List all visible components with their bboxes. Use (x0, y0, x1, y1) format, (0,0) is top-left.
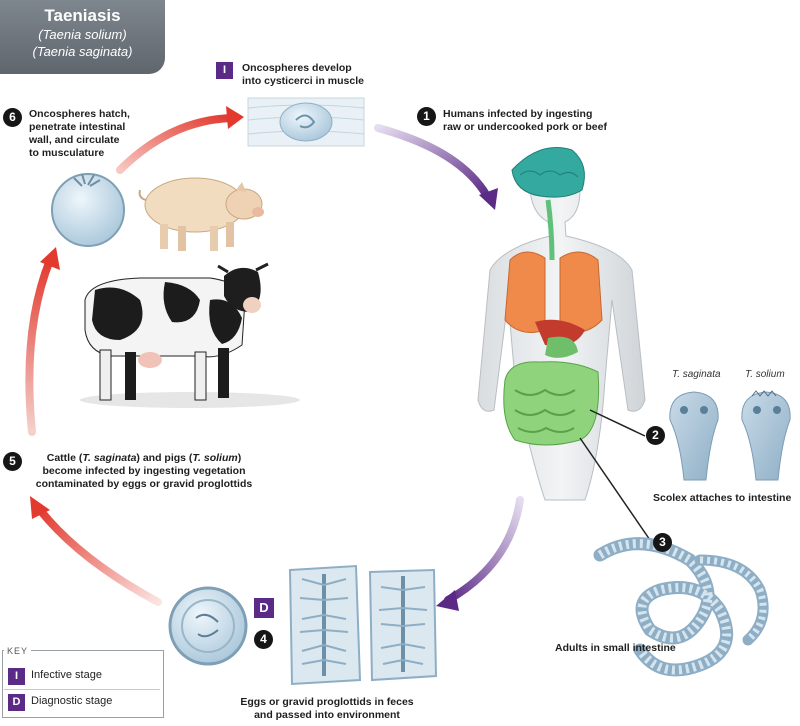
human-body-illustration (477, 147, 646, 501)
step-6-label: Oncospheres hatch, penetrate intestinal … (29, 108, 130, 159)
key-divider (4, 689, 160, 690)
step-5-label: Cattle (T. saginata) and pigs (T. solium… (35, 452, 253, 490)
key-infective-label: Infective stage (31, 669, 102, 681)
adults-caption: Adults in small intestine (555, 642, 676, 654)
scolex-caption: Scolex attaches to intestine (653, 492, 792, 504)
step-5-number: 5 (3, 452, 22, 471)
key-title: KEY (4, 646, 32, 656)
purple-arrow-to-human (374, 124, 498, 210)
step-1-label: Humans infected by ingesting raw or unde… (443, 108, 607, 133)
key-diagnostic-badge: D (8, 694, 25, 711)
step-2-number: 2 (646, 426, 665, 445)
key-box (2, 650, 164, 718)
page-title: Taeniasis (44, 6, 121, 25)
pig-illustration (138, 177, 264, 251)
cycle-arrow-6-to-1 (116, 106, 244, 174)
tapeworm-illustration (593, 537, 769, 677)
cycle-arrow-5-to-6 (25, 247, 60, 436)
key-infective-badge: I (8, 668, 25, 685)
pointer-line-2 (589, 409, 646, 437)
cysticerci-label: Oncospheres develop into cysticerci in m… (242, 62, 364, 87)
egg-icon (168, 586, 248, 666)
scolex-saginata-icon (669, 391, 719, 481)
step-1-number: 1 (417, 107, 436, 126)
diagnostic-stage-badge: D (254, 598, 274, 618)
proglottid-icon (368, 568, 438, 682)
proglottid-icon (288, 564, 362, 686)
scolex-saginata-label: T. saginata (672, 369, 721, 380)
infective-stage-badge: I (216, 62, 233, 79)
purple-arrow-to-proglottids (436, 496, 524, 611)
title-species-2: (Taenia saginata) (32, 44, 133, 59)
cow-illustration (80, 262, 300, 408)
scolex-solium-icon (741, 390, 791, 481)
oncosphere-icon (51, 173, 125, 247)
title-species-1: (Taenia solium) (38, 27, 127, 42)
cysticerci-in-muscle (247, 97, 365, 147)
eggs-caption: Eggs or gravid proglottids in feces and … (240, 696, 414, 721)
scolex-solium-label: T. solium (745, 369, 785, 380)
pointer-line-3 (579, 437, 651, 541)
step-4-number: 4 (254, 630, 273, 649)
step-3-number: 3 (653, 533, 672, 552)
cycle-arrow-4-to-5 (30, 496, 162, 606)
title-box: Taeniasis (Taenia solium) (Taenia sagina… (0, 0, 165, 74)
key-diagnostic-label: Diagnostic stage (31, 695, 113, 707)
step-6-number: 6 (3, 108, 22, 127)
